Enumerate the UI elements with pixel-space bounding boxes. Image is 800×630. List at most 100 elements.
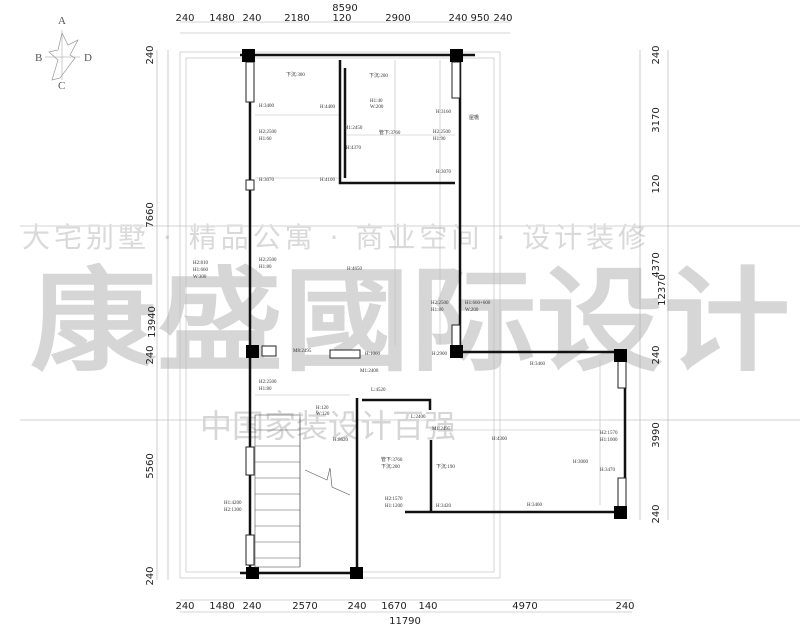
- dimensions-bottom-label: 1480: [209, 601, 234, 612]
- annotations-a31-label: H:2900: [432, 352, 448, 357]
- dimensions-right-label: 240: [651, 345, 662, 364]
- dimensions-top-label: 240: [242, 13, 261, 24]
- dimension-left: 240 7660 240 5560 240 13940: [145, 45, 158, 585]
- annotations-a27-label: H1:660+600: [465, 301, 491, 306]
- annotations-a53-label: H:3460: [527, 503, 543, 508]
- annotations-a55-label: H2:1300: [224, 508, 242, 513]
- compass-icon: A B D C: [35, 15, 92, 92]
- watermark-slogan: 中国家装设计百强: [200, 407, 456, 445]
- compass-south: C: [58, 80, 65, 92]
- annotations-a10-label: 管下:3760: [379, 129, 401, 136]
- annotations-a36-label: H1:80: [259, 387, 272, 392]
- annotations-a33-label: M1:2400: [360, 369, 379, 374]
- annotations-a23-label: H1:80: [259, 265, 272, 270]
- annotations-a25-label: H2:2500: [431, 301, 449, 306]
- compass-east: D: [84, 52, 92, 64]
- annotations-a9-label: M1:2450: [344, 126, 363, 131]
- annotations-a46-label: H:3470: [600, 468, 616, 473]
- dimensions-bottom-label: 240: [615, 601, 634, 612]
- annotations-a37-label: H:120: [316, 406, 329, 411]
- dimensions-left-label: 5560: [145, 453, 156, 478]
- annotations-a18-label: 屋檐: [469, 114, 479, 121]
- annotations-a11-label: H:3160: [436, 110, 452, 115]
- annotations-a8-label: H1:60: [259, 137, 272, 142]
- dimensions-top-label: 950: [470, 13, 489, 24]
- dimensions-top-label: 2900: [385, 13, 410, 24]
- annotations-a43-label: H2:1570: [600, 431, 618, 436]
- dimensions-bottom-label: 240: [242, 601, 261, 612]
- annotations-a13-label: H1:90: [433, 137, 446, 142]
- watermark-brand: 康盛國际设计: [30, 257, 790, 387]
- dimensions-top-label: 120: [332, 13, 351, 24]
- annotations-a16-label: H:4100: [320, 178, 336, 183]
- annotations-a6-label: W:200: [370, 105, 384, 110]
- dimensions-top-label: 2180: [284, 13, 309, 24]
- annotations-a29-label: M8:2495: [293, 349, 312, 354]
- dimensions-left-label: 7660: [145, 202, 156, 227]
- annotations-a19-label: H2:810: [193, 261, 209, 266]
- watermark: 大宅别墅 · 精品公寓 · 商业空间 · 设计装修 康盛國际设计 中国家装设计百…: [20, 221, 800, 445]
- annotations: 下沉:300 下沉:200 H:3400 H:4400 H1:40 W:200 …: [193, 71, 618, 513]
- annotations-a49-label: 下沉:190: [436, 463, 455, 470]
- dimensions-top-label: 240: [493, 13, 512, 24]
- annotations-a38-label: W:120: [316, 412, 330, 417]
- annotations-a51-label: H1:1200: [385, 504, 403, 509]
- dimension-top: 8590 240 1480 240 2180 120 2900 240 950 …: [175, 3, 512, 24]
- annotations-a14-label: H:4370: [346, 146, 362, 151]
- dimensions-right-label: 4370: [651, 252, 662, 277]
- dimensions-top-total-label: 8590: [332, 3, 357, 14]
- annotations-a3-label: H:3400: [259, 104, 275, 109]
- dimensions-right-label: 3990: [651, 422, 662, 447]
- annotations-a47-label: 管下:3760: [381, 456, 403, 463]
- annotations-a1-label: 下沉:300: [286, 71, 305, 78]
- annotations-a34-label: L:4520: [371, 388, 386, 393]
- annotations-a7-label: H2:2500: [259, 130, 277, 135]
- annotations-a15-label: H:3070: [259, 178, 275, 183]
- dimension-right: 240 3170 120 4370 240 3990 240 12370: [651, 45, 668, 523]
- annotations-a12-label: H2:2500: [433, 130, 451, 135]
- annotations-a39-label: H:8620: [333, 438, 349, 443]
- annotations-a2-label: 下沉:200: [369, 72, 388, 79]
- annotations-a54-label: H1:4200: [224, 501, 242, 506]
- annotations-a35-label: H2:2500: [259, 380, 277, 385]
- walls: [240, 53, 627, 578]
- dimensions-right-total-label: 12370: [657, 274, 668, 306]
- compass-north: A: [58, 15, 66, 27]
- annotations-a44-label: H1:1000: [600, 438, 618, 443]
- annotations-a52-label: H:3420: [436, 504, 452, 509]
- annotations-a30-label: H:1060: [365, 352, 381, 357]
- annotations-a21-label: W:300: [193, 275, 207, 280]
- dimensions-left-label: 240: [145, 566, 156, 585]
- dimensions-right-label: 240: [651, 504, 662, 523]
- dimensions-bottom-label: 4970: [512, 601, 537, 612]
- dimensions-top-label: 240: [175, 13, 194, 24]
- dimensions-left-label: 240: [145, 45, 156, 64]
- dimensions-bottom-label: 240: [175, 601, 194, 612]
- annotations-a22-label: H2:2500: [259, 258, 277, 263]
- staircase: [254, 414, 351, 568]
- annotations-a45-label: H:3000: [573, 460, 589, 465]
- dimensions-left-total-label: 13940: [147, 306, 158, 338]
- annotations-a48-label: 下沉:200: [381, 463, 400, 470]
- dimensions-top-label: 1480: [209, 13, 234, 24]
- columns: [242, 49, 627, 579]
- dimensions-bottom-label: 140: [418, 601, 437, 612]
- roof-outline: [179, 51, 601, 579]
- dimensions-right-label: 240: [651, 45, 662, 64]
- annotations-a32-label: H:3460: [530, 362, 546, 367]
- annotations-a17-label: H:3070: [436, 170, 452, 175]
- dimensions-bottom-label: 240: [347, 601, 366, 612]
- dimensions-bottom-total-label: 11790: [389, 616, 421, 627]
- dimension-bottom: 240 1480 240 2570 240 1670 140 4970 240 …: [175, 601, 634, 627]
- annotations-a28-label: W:200: [465, 308, 479, 313]
- annotations-a26-label: H1:80: [431, 308, 444, 313]
- annotations-a5-label: H1:40: [370, 99, 383, 104]
- dimensions-right-label: 3170: [651, 107, 662, 132]
- dimensions-bottom-label: 1670: [381, 601, 406, 612]
- annotations-a50-label: H2:1570: [385, 497, 403, 502]
- compass-west: B: [35, 52, 42, 64]
- annotations-a20-label: H1:660: [193, 268, 209, 273]
- annotations-a40-label: L:2400: [411, 415, 426, 420]
- dimension-lines: [156, 21, 669, 613]
